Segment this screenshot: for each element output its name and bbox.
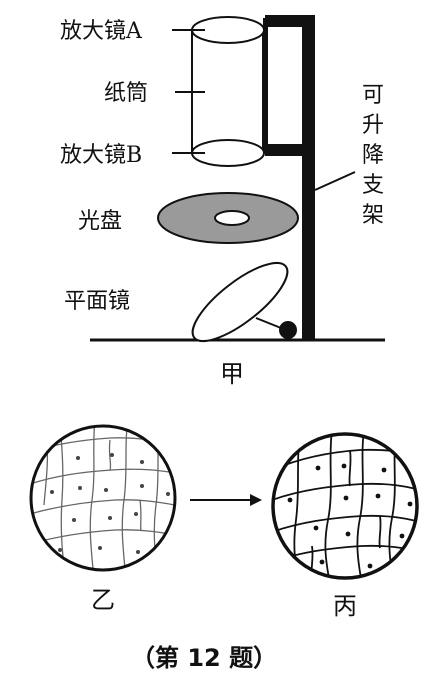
view-circle-bing <box>271 432 419 580</box>
field-of-view-bing <box>271 432 419 580</box>
leader-stand <box>314 171 356 191</box>
panel-label-jia: 甲 <box>220 360 244 388</box>
mirror-pivot <box>279 321 297 339</box>
transition-arrow <box>190 494 262 506</box>
stand-pole <box>302 18 315 340</box>
field-of-view-yi <box>29 424 177 572</box>
stand-mid-arm <box>265 144 315 156</box>
label-disc: 光盘 <box>78 209 122 234</box>
stand-char-2: 升 <box>362 113 384 138</box>
panel-label-yi: 乙 <box>91 586 115 614</box>
figure-caption: （第 12 题） <box>131 644 277 672</box>
panel-label-bing: 丙 <box>333 592 357 620</box>
mirror-shape <box>191 261 289 343</box>
stand-char-3: 降 <box>362 143 384 168</box>
label-magnifier-a: 放大镜A <box>60 19 143 44</box>
label-mirror: 平面镜 <box>64 289 130 314</box>
stand-char-4: 支 <box>362 173 384 198</box>
disc-hole <box>214 210 250 226</box>
label-magnifier-b: 放大镜B <box>60 143 142 168</box>
label-tube: 纸筒 <box>104 81 148 106</box>
label-stand: 可 升 降 支 架 <box>362 83 384 228</box>
microscope-apparatus <box>90 15 385 343</box>
stand-clamp <box>263 18 268 153</box>
view-circle-yi <box>29 424 177 572</box>
stand-top-arm <box>265 15 315 27</box>
stand-char-1: 可 <box>362 83 384 108</box>
stand-char-5: 架 <box>362 203 384 228</box>
